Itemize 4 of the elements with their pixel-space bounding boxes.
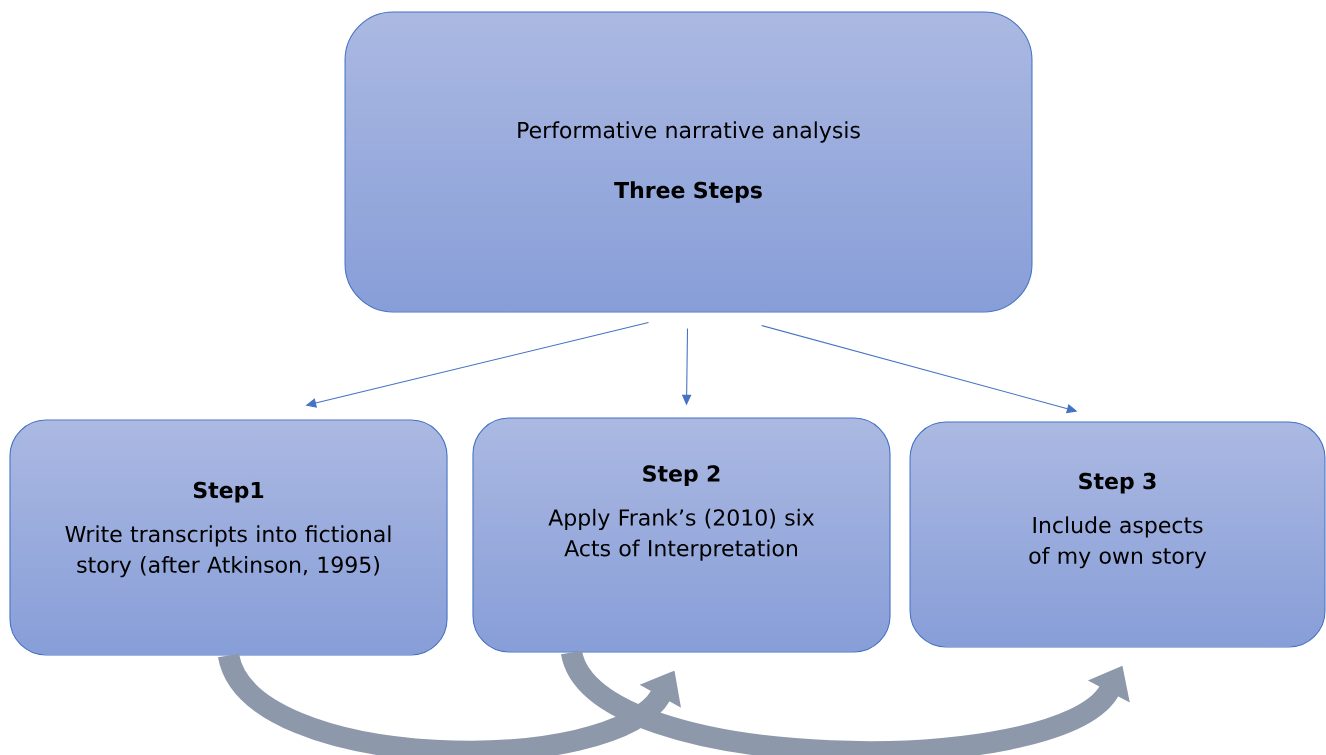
process-box: Step 2 Apply Frank’s (2010) six Acts of Interpretation <box>472 417 891 653</box>
process-box: Step 3 Include aspects of my own story <box>909 421 1326 648</box>
process-box: Performative narrative analysis Three Steps <box>344 11 1033 313</box>
process-box: Step1 Write transcripts into fictional story (after Atkinson, 1995) <box>9 419 448 656</box>
